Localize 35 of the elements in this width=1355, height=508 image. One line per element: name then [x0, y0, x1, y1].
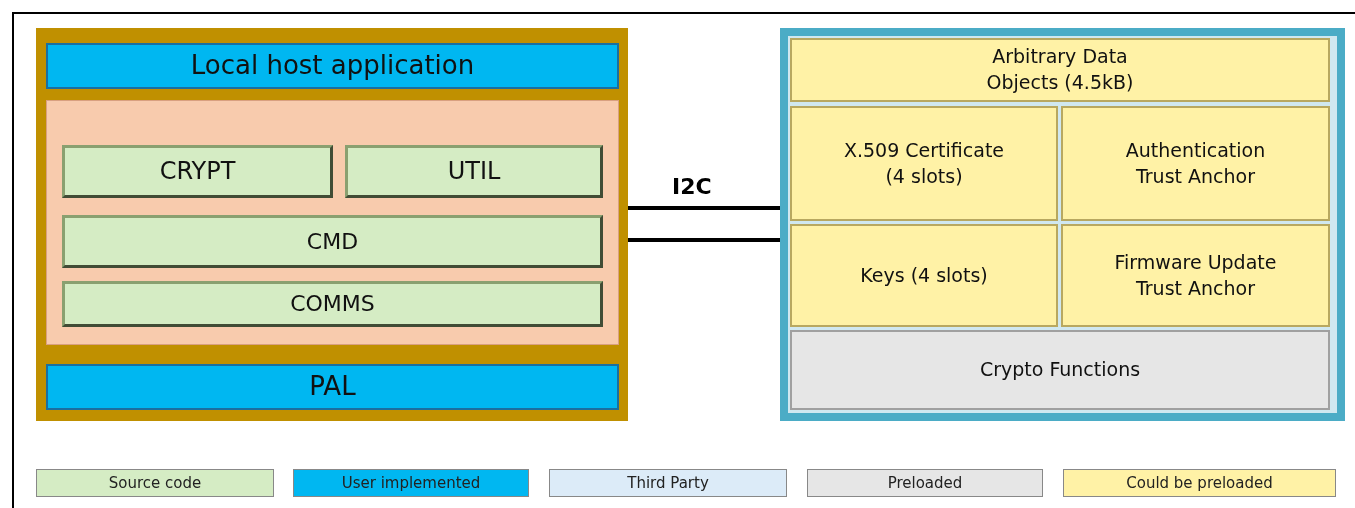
data-slot-box	[790, 106, 1058, 221]
block-label: Authentication Trust Anchor	[1124, 137, 1267, 189]
block-label: Keys (4 slots)	[860, 262, 988, 288]
library-panel	[46, 100, 619, 345]
bus-line	[628, 238, 780, 242]
block-label: Arbitrary Data Objects (4.5kB)	[985, 44, 1135, 95]
edge-label: I2C	[672, 174, 712, 199]
legend-swatch: Third Party	[549, 469, 787, 497]
legend-swatch: Preloaded	[807, 469, 1043, 497]
legend-swatch: Source code	[36, 469, 274, 497]
module-box	[780, 28, 1345, 421]
legend-swatch: Could be preloaded	[1063, 469, 1336, 497]
layer-bar	[46, 43, 619, 89]
data-slot-box	[1061, 106, 1330, 221]
component-box	[62, 215, 603, 268]
block-label: X.509 Certificate (4 slots)	[842, 137, 1006, 189]
module-box	[36, 28, 628, 421]
block-label: Firmware Update Trust Anchor	[1113, 249, 1278, 301]
block-label: Crypto Functions	[979, 357, 1141, 383]
block-label: COMMS	[290, 290, 375, 319]
legend-swatch: User implemented	[293, 469, 529, 497]
block-label: PAL	[309, 370, 356, 404]
component-box	[62, 145, 333, 198]
component-box	[345, 145, 603, 198]
function-box	[790, 330, 1330, 410]
layer-bar	[46, 364, 619, 410]
block-label: UTIL	[447, 156, 501, 188]
block-label: CMD	[306, 227, 359, 256]
component-box	[62, 281, 603, 327]
data-slot-box	[1061, 224, 1330, 327]
block-label: CRYPT	[159, 156, 236, 188]
bus-line	[628, 206, 780, 210]
data-slot-box	[790, 38, 1330, 102]
data-slot-box	[790, 224, 1058, 327]
block-label: Local host application	[190, 49, 475, 83]
